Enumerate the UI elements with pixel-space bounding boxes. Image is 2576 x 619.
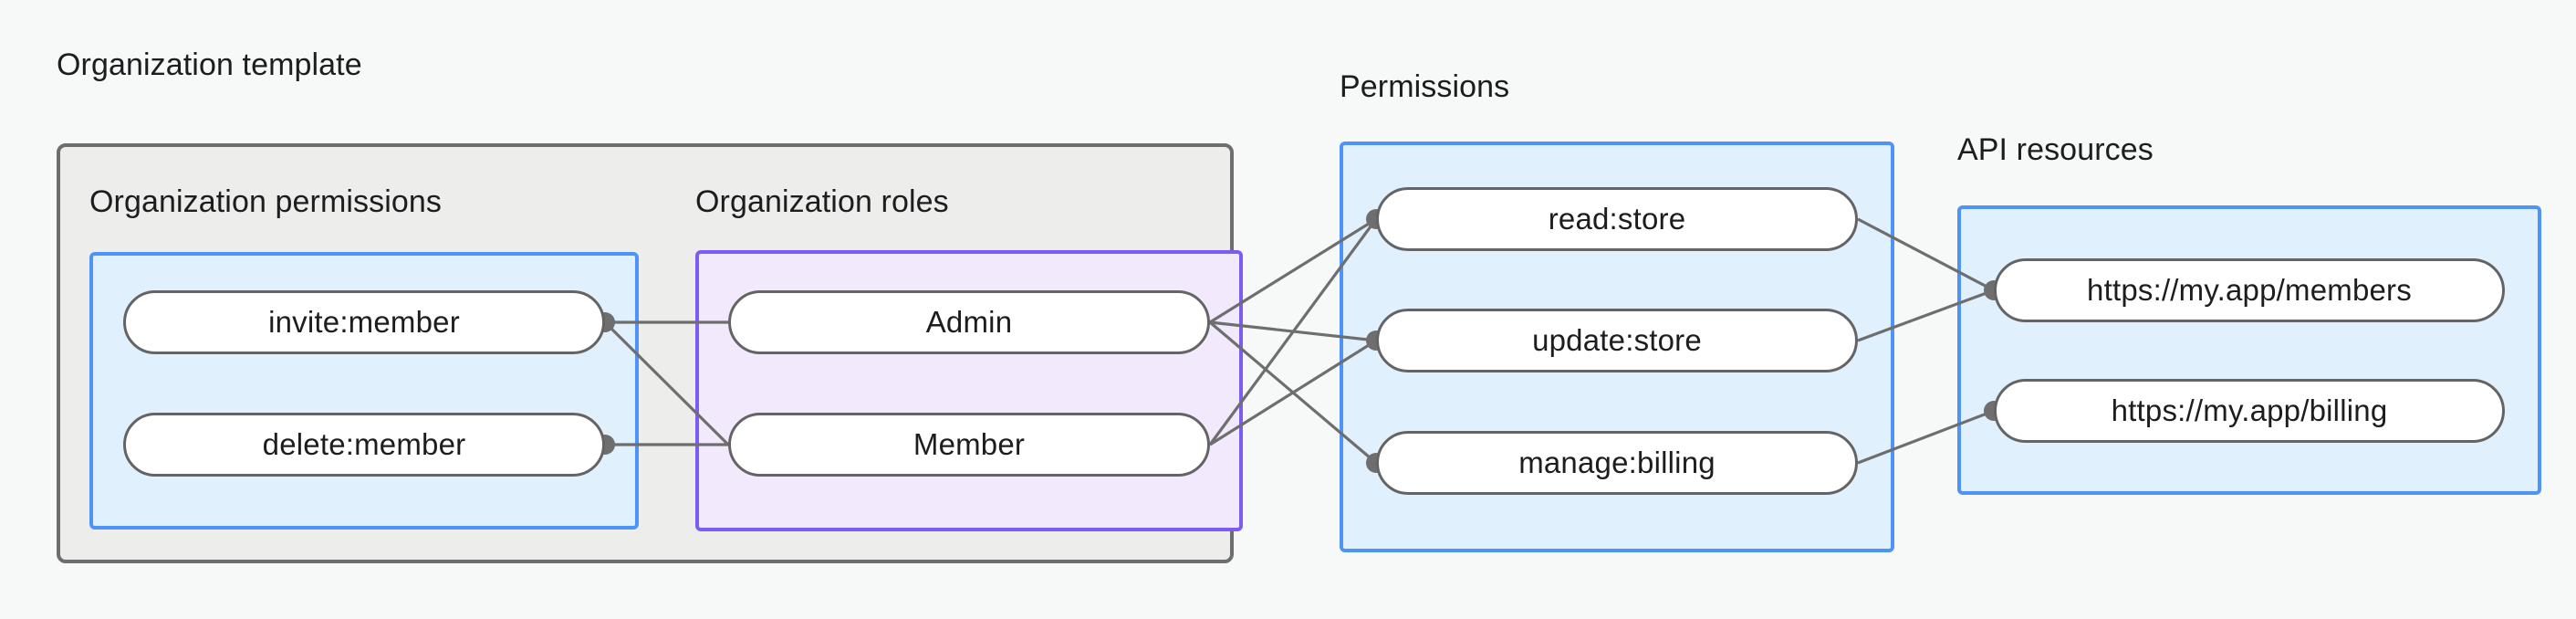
- list-item-read-store[interactable]: read:store: [1376, 187, 1858, 251]
- permissions-title: Permissions: [1340, 69, 1510, 104]
- list-item-billing-endpoint[interactable]: https://my.app/billing: [1994, 379, 2505, 443]
- list-item-admin[interactable]: Admin: [728, 290, 1210, 354]
- api-resources-container: [1957, 205, 2541, 495]
- list-item-invite-member[interactable]: invite:member: [123, 290, 605, 354]
- list-item-delete-member[interactable]: delete:member: [123, 413, 605, 477]
- api-resources-title: API resources: [1957, 132, 2154, 167]
- organization-permissions-title: Organization permissions: [89, 184, 443, 219]
- organization-roles-title: Organization roles: [695, 184, 949, 219]
- list-item-members-endpoint[interactable]: https://my.app/members: [1994, 258, 2505, 322]
- list-item-member[interactable]: Member: [728, 413, 1210, 477]
- list-item-update-store[interactable]: update:store: [1376, 309, 1858, 372]
- list-item-manage-billing[interactable]: manage:billing: [1376, 431, 1858, 495]
- organization-template-title: Organization template: [57, 47, 362, 82]
